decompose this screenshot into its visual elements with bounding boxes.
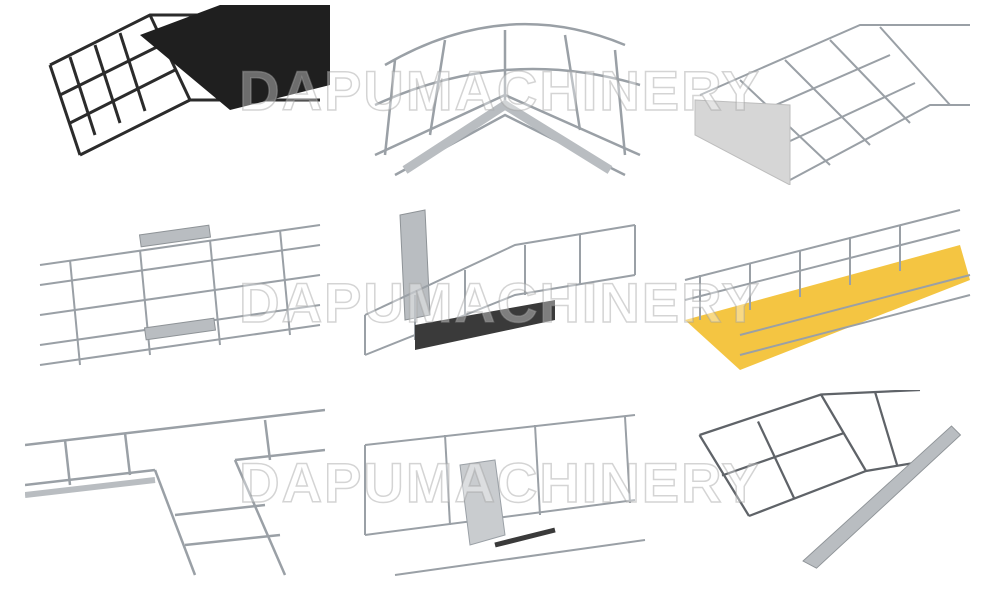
divider-tray-image: [698, 390, 962, 569]
product-wire-tray-with-mounting-bracket: [355, 405, 655, 585]
tee-junction-image: [25, 408, 325, 576]
wall-bracket-tray-image: [364, 209, 636, 356]
mounting-bracket-tray-image: [364, 414, 646, 576]
product-wire-tray-with-divider: [680, 390, 980, 570]
product-wire-tray-corner-bend: [355, 5, 655, 185]
splice-coupler-tray-image: [39, 224, 321, 366]
end-plate-tray-image: [694, 24, 970, 185]
product-wire-tray-with-splice-couplers: [30, 205, 330, 385]
product-wire-tray-tee-junction: [25, 405, 325, 585]
product-wire-tray-with-end-plate: [690, 5, 990, 185]
black-wire-tray-image: [48, 5, 330, 157]
corner-bend-image: [374, 22, 641, 177]
product-wire-tray-with-yellow-liner: [680, 205, 980, 385]
product-wire-tray-with-wall-bracket: [355, 205, 655, 385]
yellow-liner-tray-image: [684, 209, 971, 370]
product-black-wire-tray-with-cover: [30, 5, 330, 185]
